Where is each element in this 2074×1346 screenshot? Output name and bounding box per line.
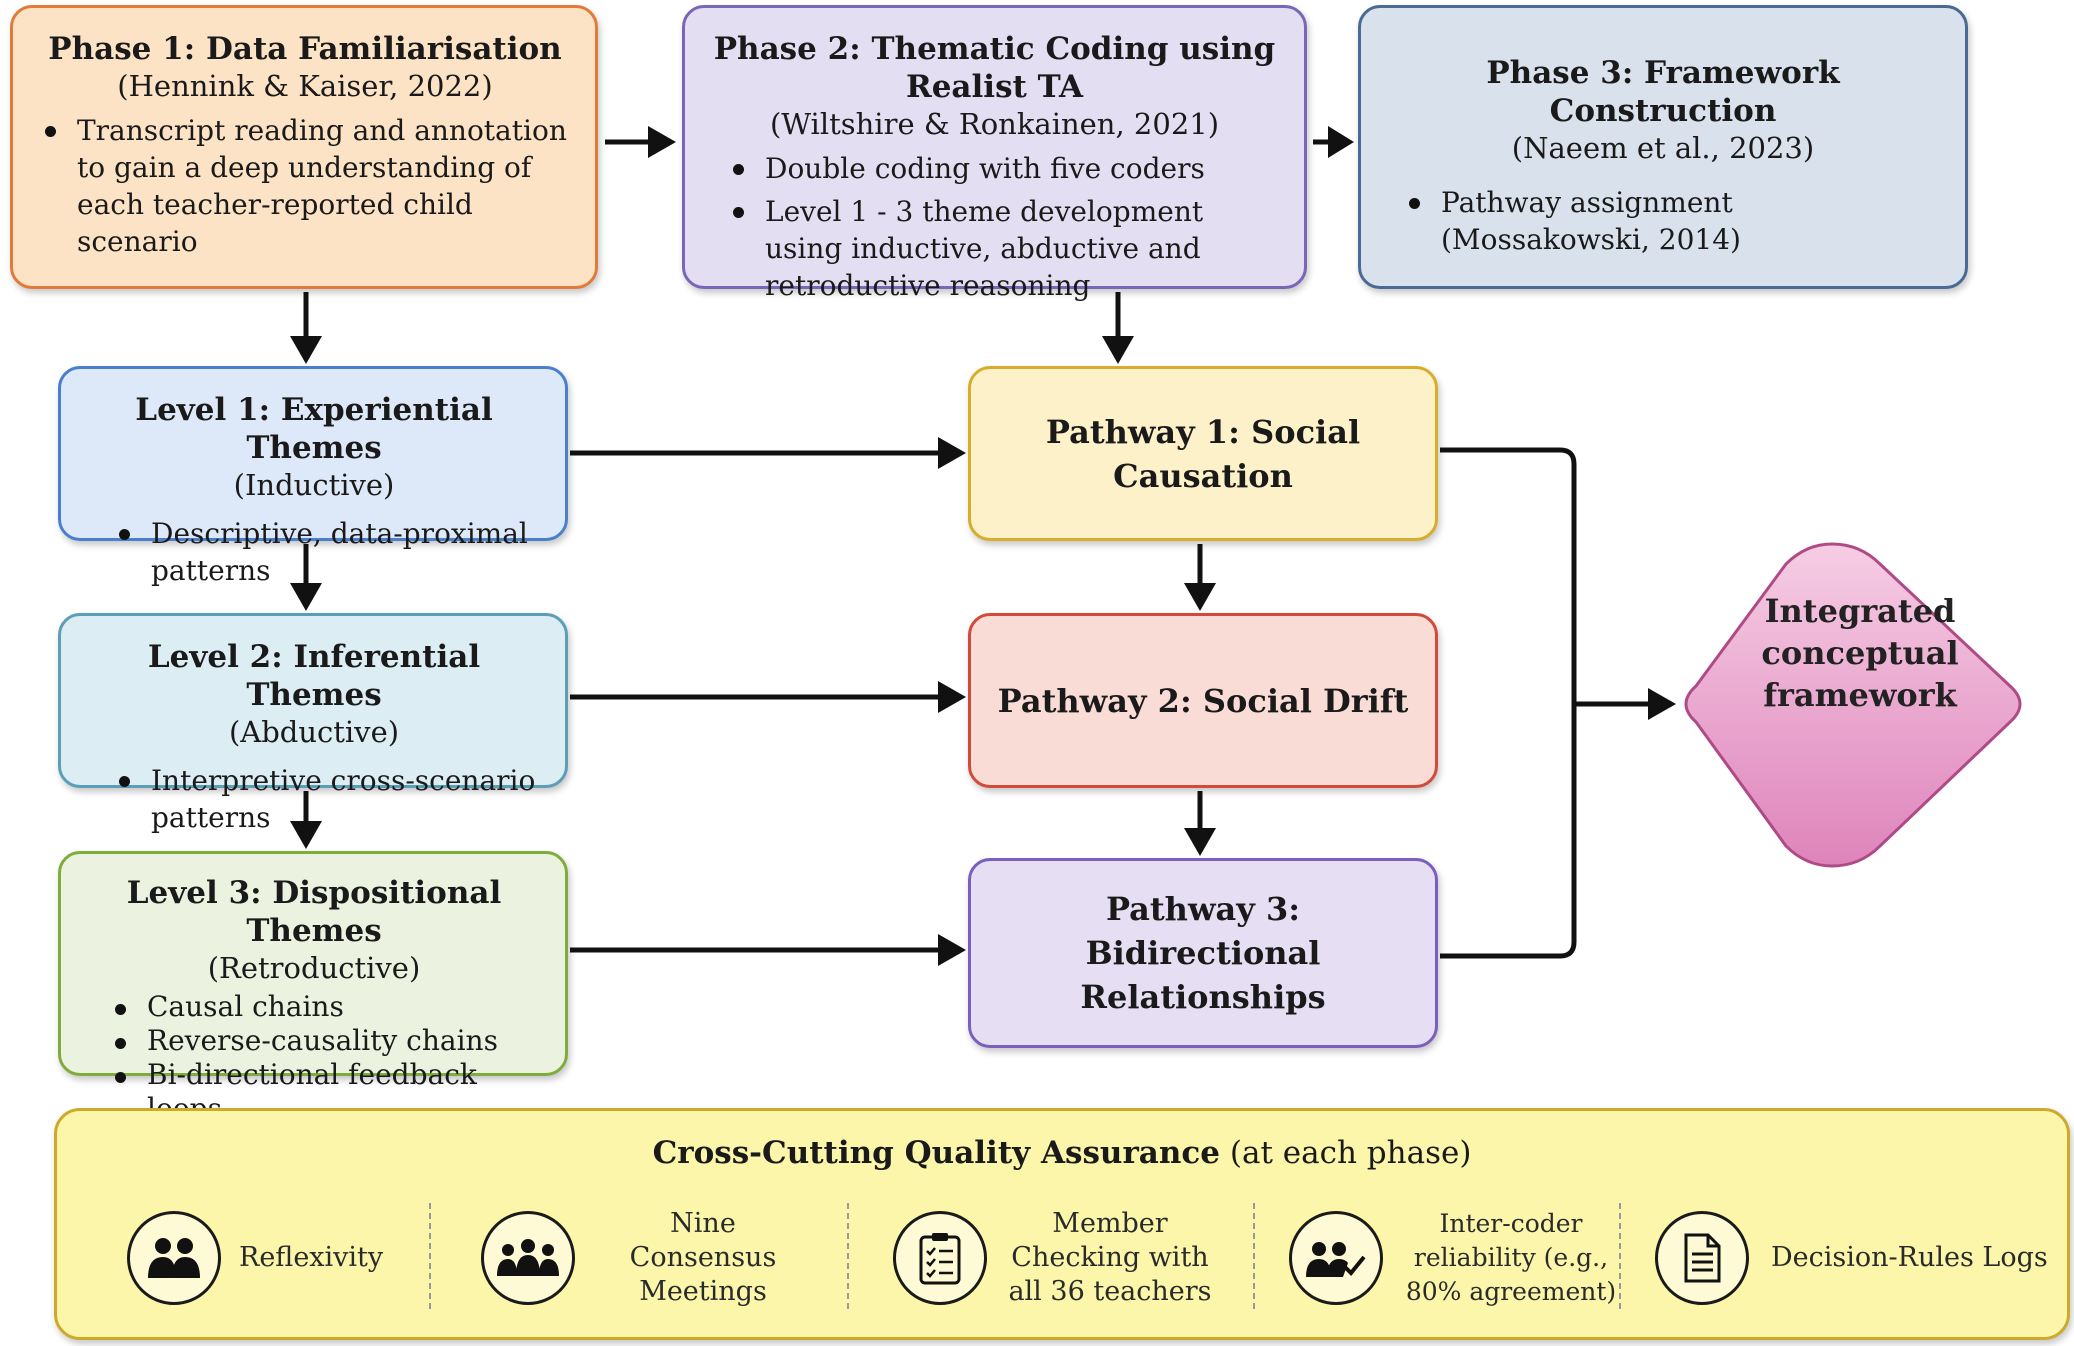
pathway-2-box: Pathway 2: Social Drift xyxy=(968,613,1438,788)
level-2-mode: (Abductive) xyxy=(228,715,400,749)
phase-1-box: Phase 1: Data Familiarisation (Hennink &… xyxy=(10,5,598,289)
phase-2-box: Phase 2: Thematic Coding using Realist T… xyxy=(682,5,1307,302)
phase-3-bullet: Pathway assignment (Mossakowski, 2014) xyxy=(1403,184,1945,258)
level-1-mode: (Inductive) xyxy=(233,468,395,502)
document-icon xyxy=(1655,1211,1749,1305)
phase-1-title: Phase 1: Data Familiarisation xyxy=(48,31,562,67)
group-icon xyxy=(481,1211,575,1305)
qa-item-inter-coder: Inter-coder reliability (e.g., 80% agree… xyxy=(1289,1193,1621,1323)
integrated-diamond xyxy=(1684,542,2022,868)
integrated-framework-label: Integrated conceptual framework xyxy=(1761,592,1959,714)
phase-2-bullet: Double coding with five coders xyxy=(727,150,1284,187)
people-check-icon xyxy=(1289,1211,1383,1305)
level-2-bullet: Interpretive cross-scenario patterns xyxy=(113,762,545,836)
qa-item-reflexivity: Reflexivity xyxy=(127,1193,383,1323)
qa-divider xyxy=(847,1203,849,1309)
pathway-3-box: Pathway 3: Bidirectional Relationships xyxy=(968,858,1438,1048)
arrowhead xyxy=(1648,688,1676,720)
arrowhead xyxy=(1328,126,1354,158)
arrowhead xyxy=(938,437,966,469)
level-2-title: Level 2: Inferential Themes xyxy=(147,639,481,713)
qa-item-member-checking: Member Checking with all 36 teachers xyxy=(893,1193,1215,1323)
quality-assurance-panel: Cross-Cutting Quality Assurance (at each… xyxy=(54,1108,2070,1340)
phase-1-citation: (Hennink & Kaiser, 2022) xyxy=(117,69,493,103)
quality-assurance-title: Cross-Cutting Quality Assurance (at each… xyxy=(57,1133,2067,1173)
phase-3-title: Phase 3: Framework Construction xyxy=(1486,55,1840,129)
level-3-title: Level 3: Dispositional Themes xyxy=(126,875,502,949)
phase-2-bullet: Level 1 - 3 theme development using indu… xyxy=(727,193,1284,304)
qa-title-qualifier: (at each phase) xyxy=(1229,1135,1472,1171)
pathway-1-box: Pathway 1: Social Causation xyxy=(968,366,1438,541)
phase-2-title: Phase 2: Thematic Coding using Realist T… xyxy=(713,31,1276,105)
arrowhead xyxy=(1102,336,1134,364)
level-2-box: Level 2: Inferential Themes (Abductive) … xyxy=(58,613,568,834)
qa-divider xyxy=(1253,1203,1255,1309)
phase-2-citation: (Wiltshire & Ronkainen, 2021) xyxy=(769,107,1220,141)
level-3-bullet: Causal chains xyxy=(109,990,545,1024)
arrowhead xyxy=(648,126,676,158)
pathway-1-title: Pathway 1: Social Causation xyxy=(1045,412,1361,495)
pathway-3-title: Pathway 3: Bidirectional Relationships xyxy=(1080,890,1326,1016)
arrowhead xyxy=(938,934,966,966)
pathways-bracket xyxy=(1440,447,1577,959)
arrowhead xyxy=(1184,828,1216,856)
phase-1-bullet: Transcript reading and annotation to gai… xyxy=(39,112,571,260)
level-1-bullet: Descriptive, data-proximal patterns xyxy=(113,515,545,589)
qa-label-consensus: Nine Consensus Meetings xyxy=(629,1208,777,1307)
qa-item-decision-rules: Decision-Rules Logs xyxy=(1655,1193,2048,1323)
pathway-2-title: Pathway 2: Social Drift xyxy=(997,681,1409,720)
qa-label-decision-rules: Decision-Rules Logs xyxy=(1771,1242,2048,1273)
level-3-box: Level 3: Dispositional Themes (Retroduct… xyxy=(58,851,568,1125)
qa-label-inter-coder: Inter-coder reliability (e.g., 80% agree… xyxy=(1405,1209,1617,1306)
arrowhead xyxy=(290,336,322,364)
arrowhead xyxy=(938,681,966,713)
level-3-bullet: Reverse-causality chains xyxy=(109,1024,545,1058)
two-people-icon xyxy=(127,1211,221,1305)
arrowhead xyxy=(290,583,322,611)
arrowhead xyxy=(1184,583,1216,611)
phase-3-citation: (Naeem et al., 2023) xyxy=(1511,131,1815,165)
arrowhead xyxy=(290,821,322,849)
phase-3-box: Phase 3: Framework Construction (Naeem e… xyxy=(1358,5,1968,289)
qa-title-main: Cross-Cutting Quality Assurance xyxy=(652,1135,1221,1171)
qa-divider xyxy=(1619,1203,1621,1309)
level-3-mode: (Retroductive) xyxy=(207,951,421,985)
level-1-box: Level 1: Experiential Themes (Inductive)… xyxy=(58,366,568,587)
clipboard-checklist-icon xyxy=(893,1211,987,1305)
qa-label-member-checking: Member Checking with all 36 teachers xyxy=(1008,1208,1212,1307)
qa-divider xyxy=(429,1203,431,1309)
qa-item-consensus: Nine Consensus Meetings xyxy=(481,1193,803,1323)
level-1-title: Level 1: Experiential Themes xyxy=(135,392,493,466)
qa-label-reflexivity: Reflexivity xyxy=(239,1242,384,1273)
